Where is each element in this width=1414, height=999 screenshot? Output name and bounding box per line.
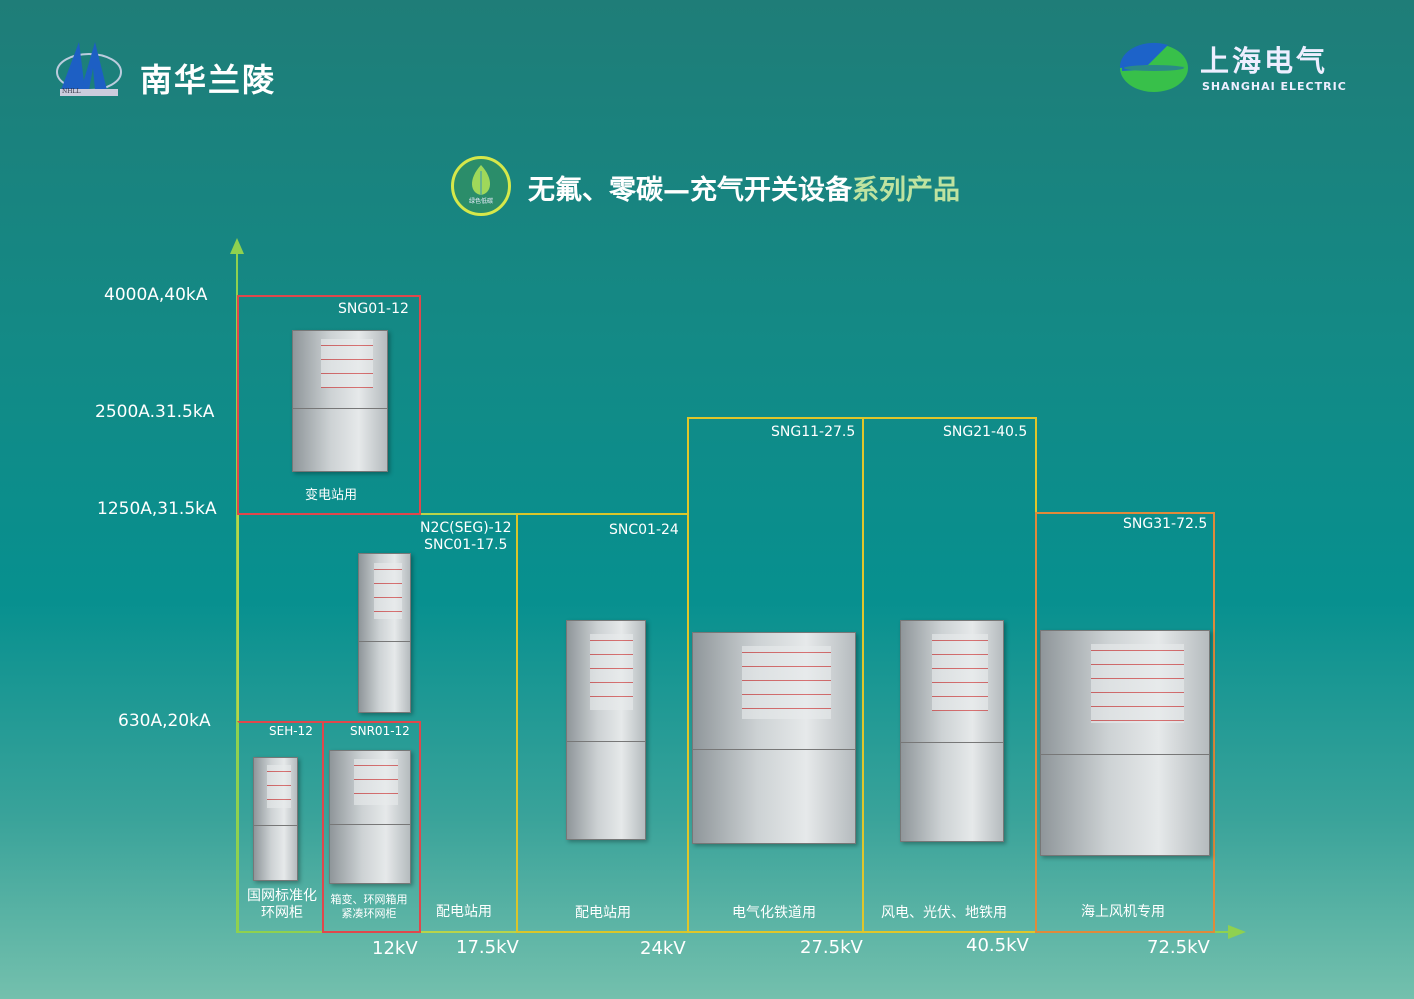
box-sng31 [1035,512,1215,933]
y-label: 630A,20kA [118,711,211,731]
right-brand-en: SHANGHAI ELECTRIC [1202,80,1347,93]
model-label: N2C(SEG)-12 SNC01-17.5 [420,520,512,553]
box-snr01 [322,721,421,933]
use-label: 箱变、环网箱用 紧凑环网柜 [330,893,408,920]
box-sng01 [237,295,421,515]
title-accent: 系列产品 [852,175,960,206]
product-image-sng31 [1040,630,1210,856]
page-title: 无氟、零碳—充气开关设备系列产品 [528,168,960,207]
x-label: 12kV [372,938,418,959]
green-badge-icon: 绿色低碳 [451,156,511,216]
nanhua-lanling-logo: NHLL [55,38,123,96]
title-main: 无氟、零碳—充气开关设备 [528,175,852,206]
product-image-snr01 [329,750,411,884]
product-image-seh [253,757,298,881]
right-brand-cn: 上海电气 [1200,44,1329,78]
model-label: SNG11-27.5 [771,424,856,440]
product-image-sng11 [692,632,856,844]
use-label: 配电站用 [575,905,631,921]
y-axis-arrow-icon [230,238,244,254]
left-logo-text: NHLL [62,88,81,95]
use-label: 国网标准化 环网柜 [247,888,317,921]
x-label: 24kV [640,938,686,959]
y-label: 4000A,40kA [104,285,208,305]
product-image-n2c [358,553,411,713]
y-label: 2500A.31.5kA [95,402,215,422]
model-label: SNR01-12 [350,724,410,738]
model-label: SEH-12 [269,724,313,738]
model-label: SNG31-72.5 [1123,516,1208,532]
shanghai-electric-logo [1118,37,1190,103]
x-axis-arrow-icon [1228,925,1246,939]
x-label: 17.5kV [456,937,519,958]
left-brand-name: 南华兰陵 [140,61,277,99]
use-label: 配电站用 [436,904,492,920]
x-label: 27.5kV [800,937,863,958]
use-label: 变电站用 [305,488,358,503]
x-label: 40.5kV [966,935,1029,956]
model-label: SNG21-40.5 [943,424,1028,440]
badge-text: 绿色低碳 [468,198,493,205]
use-label: 海上风机专用 [1081,904,1165,920]
x-label: 72.5kV [1147,937,1210,958]
product-image-snc01-24 [566,620,646,840]
use-label: 电气化铁道用 [732,905,816,921]
product-image-sng01 [292,330,388,472]
y-label: 1250A,31.5kA [97,499,217,519]
model-label: SNC01-24 [609,522,679,538]
use-label: 风电、光伏、地铁用 [881,905,1007,921]
product-image-sng21 [900,620,1004,842]
model-label: SNG01-12 [338,301,409,317]
